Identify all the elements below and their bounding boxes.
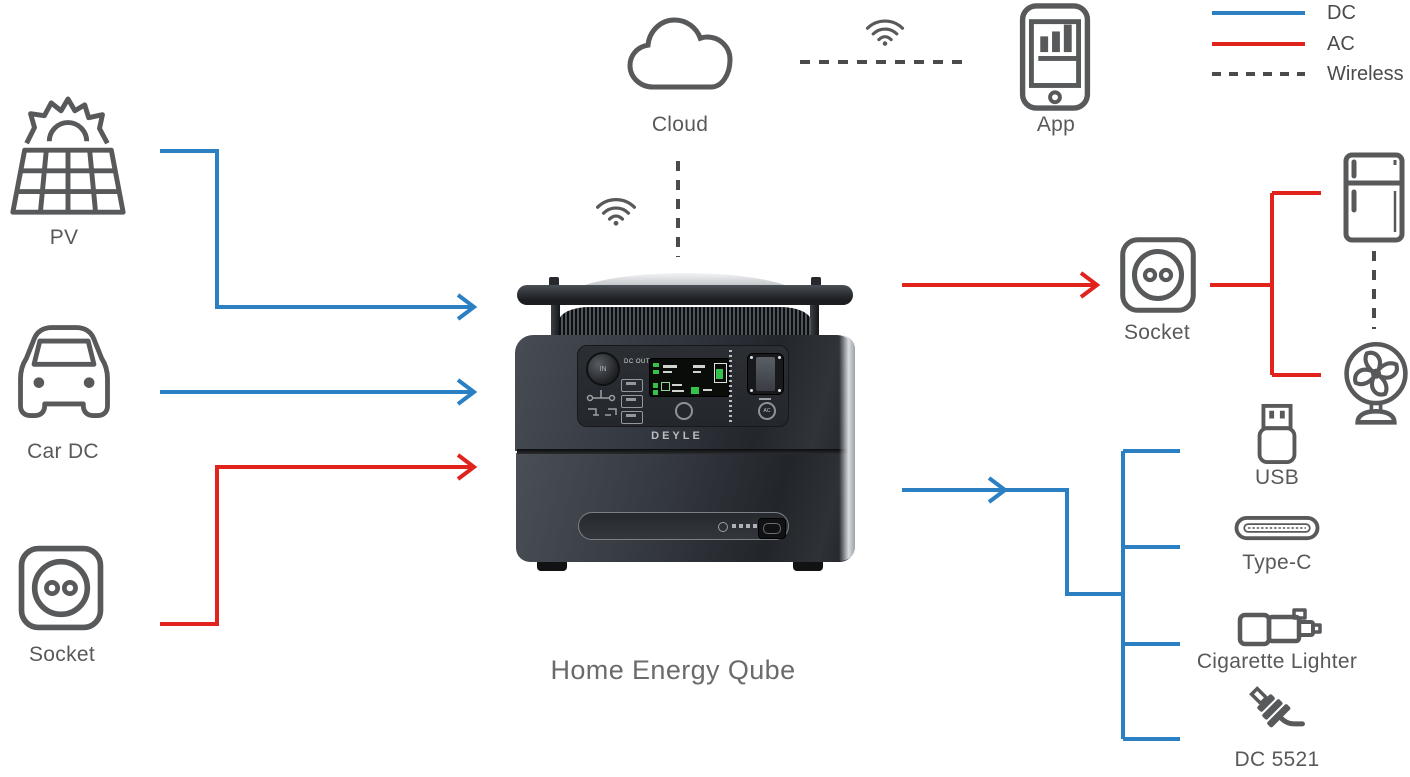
wifi-icon-device bbox=[596, 197, 636, 226]
panel-divider bbox=[729, 350, 732, 422]
device-post-left bbox=[551, 303, 560, 341]
wireless-lines bbox=[676, 60, 1376, 329]
device-post-right bbox=[810, 303, 819, 341]
cloud-icon bbox=[627, 17, 733, 90]
cloud-label: Cloud bbox=[651, 113, 709, 136]
car-arrowhead bbox=[456, 378, 478, 406]
device-ac-button: AC bbox=[758, 402, 776, 420]
power-station: IN DC OUT bbox=[515, 273, 855, 573]
legend-ac-line bbox=[1212, 42, 1305, 46]
device-foot-right bbox=[793, 560, 823, 571]
type-c-label: Type-C bbox=[1242, 551, 1312, 574]
app-phone-icon bbox=[1019, 3, 1091, 111]
socket-in-icon bbox=[18, 545, 104, 631]
type-c-icon bbox=[1234, 515, 1320, 541]
solar-panel-icon bbox=[10, 96, 126, 215]
usb-icon bbox=[1257, 403, 1297, 465]
legend-dc-label: DC bbox=[1327, 2, 1356, 24]
pv-label: PV bbox=[49, 226, 79, 249]
socket-out-icon bbox=[1120, 237, 1196, 313]
pv-to-device-line bbox=[160, 149, 472, 309]
usb-label: USB bbox=[1254, 466, 1300, 489]
device-foot-left bbox=[537, 560, 567, 571]
device-seam bbox=[517, 449, 853, 454]
battery-connector-label bbox=[732, 524, 760, 528]
dc-lines bbox=[160, 149, 1180, 741]
device-control-panel: IN DC OUT bbox=[577, 345, 789, 427]
device-usb-port bbox=[621, 395, 643, 408]
legend-ac-label: AC bbox=[1327, 33, 1355, 55]
dc-in-port: IN bbox=[586, 352, 620, 386]
socket-out-arrowhead bbox=[1079, 271, 1101, 299]
fan-icon bbox=[1344, 341, 1408, 425]
socket-to-device-line bbox=[160, 465, 472, 626]
plug-pins-glyph bbox=[588, 408, 617, 416]
device-battery-module bbox=[516, 453, 854, 562]
cigarette-lighter-icon bbox=[1237, 608, 1322, 647]
dc-output-arrowhead bbox=[987, 476, 1009, 504]
device-usb-port bbox=[621, 379, 643, 392]
dc-out-label: DC OUT bbox=[624, 359, 650, 365]
socket-out-label: Socket bbox=[1124, 321, 1190, 344]
app-label: App bbox=[1036, 113, 1076, 136]
battery-switch bbox=[758, 518, 786, 539]
device-to-dc-outputs-line bbox=[902, 449, 1180, 741]
device-usb-port bbox=[621, 411, 643, 424]
socket-to-appliances-line bbox=[1210, 191, 1321, 377]
port-diagram-glyph bbox=[586, 390, 616, 402]
cigarette-lighter-label: Cigarette Lighter bbox=[1196, 650, 1358, 673]
device-display bbox=[649, 358, 730, 397]
battery-indicator bbox=[718, 522, 728, 532]
dc5521-plug-icon bbox=[1249, 686, 1305, 728]
fridge-icon bbox=[1343, 152, 1405, 243]
legend-wireless-line bbox=[1212, 72, 1305, 76]
socket-in-arrowhead bbox=[456, 453, 478, 481]
device-ac-outlet bbox=[747, 353, 784, 395]
device-edge-highlight bbox=[839, 335, 855, 561]
legend-wireless-label: Wireless bbox=[1327, 63, 1404, 85]
ac-button-mark bbox=[759, 398, 771, 400]
socket-in-label: Socket bbox=[29, 643, 95, 666]
car-icon bbox=[18, 325, 110, 418]
device-handle bbox=[517, 285, 853, 305]
pv-arrowhead bbox=[456, 293, 478, 321]
ac-outlet-cover bbox=[756, 357, 775, 391]
device-handle-nub-right bbox=[811, 277, 821, 288]
device-handle-nub-left bbox=[549, 277, 559, 288]
device-power-button bbox=[675, 402, 693, 420]
legend-dc-line bbox=[1212, 11, 1305, 15]
wifi-icon-top bbox=[865, 19, 905, 46]
device-brand: DEYLE bbox=[651, 430, 703, 442]
car-dc-label: Car DC bbox=[27, 440, 99, 463]
ac-lines bbox=[160, 191, 1321, 626]
device-title: Home Energy Qube bbox=[550, 655, 796, 685]
dc5521-label: DC 5521 bbox=[1234, 748, 1320, 771]
usb-port-column bbox=[620, 379, 644, 427]
